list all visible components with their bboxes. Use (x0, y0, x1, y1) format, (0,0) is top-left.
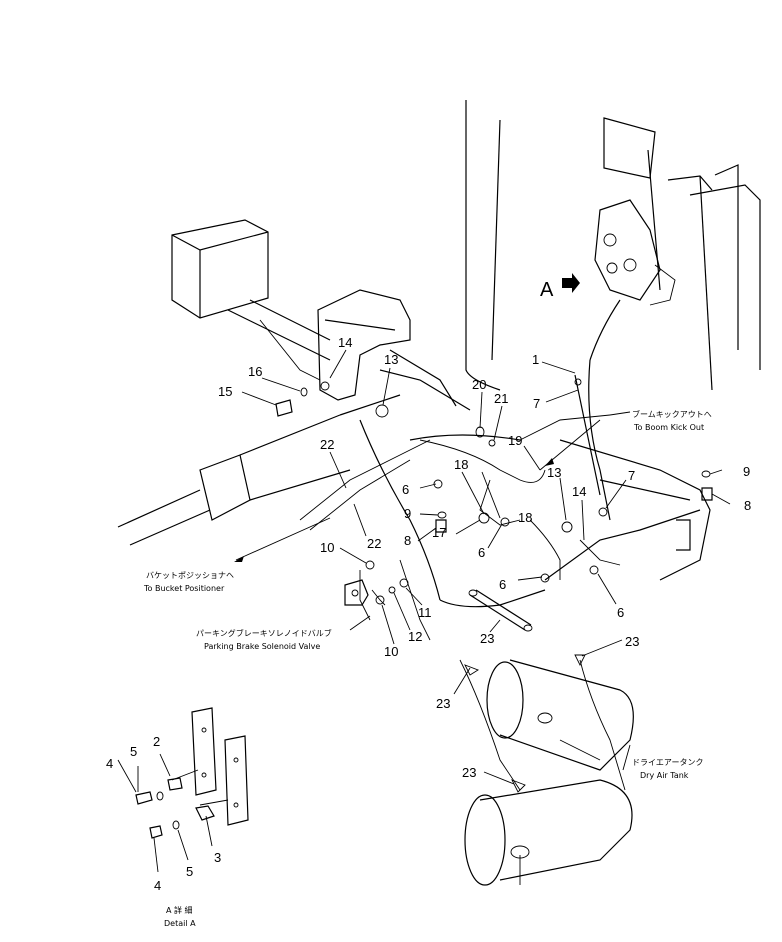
part-8-left: 8 (404, 533, 411, 548)
part-7-a: 7 (533, 396, 540, 411)
part-19: 19 (508, 433, 522, 448)
dry-air-tank-upper (486, 659, 634, 771)
bucket-positioner-en: To Bucket Positioner (143, 584, 225, 593)
view-a-label: A (540, 279, 554, 301)
view-a-arrow (562, 273, 580, 293)
frame-body (317, 289, 711, 608)
part-22-b: 22 (367, 536, 381, 551)
part-10-a: 10 (320, 540, 334, 555)
part-8-right: 8 (744, 498, 751, 513)
parking-brake-en: Parking Brake Solenoid Valve (204, 642, 320, 651)
rod-23 (468, 589, 533, 632)
parking-brake-jp: パーキングブレーキソレノイドバルブ (196, 628, 332, 638)
part-23-d: 23 (462, 765, 476, 780)
dry-air-tank-jp: ドライエアータンク (632, 758, 703, 767)
part-3: 3 (214, 850, 221, 865)
part-23-a: 23 (480, 631, 494, 646)
part-17: 17 (432, 525, 446, 540)
part-10-b: 10 (384, 644, 398, 659)
part-14-b: 14 (572, 484, 586, 499)
part-7-b: 7 (628, 468, 635, 483)
boom-kick-en: To Boom Kick Out (633, 423, 704, 432)
part-4-upper: 4 (106, 756, 113, 771)
dry-air-tank-en: Dry Air Tank (640, 771, 689, 780)
part-23-c: 23 (436, 696, 450, 711)
cab-frame (465, 100, 761, 391)
leader-lines (117, 349, 731, 873)
part-2: 2 (153, 734, 160, 749)
part-9-left: 9 (404, 506, 411, 521)
boom-kick-jp: ブームキックアウトへ (632, 409, 712, 419)
parking-brake-valve (344, 579, 386, 606)
part-13-a: 13 (384, 352, 398, 367)
part-23-b: 23 (625, 634, 639, 649)
solenoid-valve-assembly (594, 199, 676, 306)
detail-a-jp: A 詳 細 (166, 905, 193, 915)
part-18-b: 18 (518, 510, 532, 525)
part-number-labels: 1 2 3 4 4 5 5 6 6 6 6 7 7 8 8 9 9 10 10 … (106, 335, 751, 893)
part-13-b: 13 (547, 465, 561, 480)
part-1: 1 (532, 352, 539, 367)
part-6-a: 6 (402, 482, 409, 497)
part-11: 11 (418, 605, 432, 620)
part-12: 12 (408, 629, 422, 644)
part-5-upper: 5 (130, 744, 137, 759)
bucket-positioner-jp: バケットポジッショナヘ (146, 571, 234, 580)
wiring-harness (259, 299, 626, 791)
part-16: 16 (248, 364, 262, 379)
annotation-arrows (234, 411, 631, 562)
part-6-c: 6 (499, 577, 506, 592)
part-6-b: 6 (478, 545, 485, 560)
part-4-lower: 4 (154, 878, 161, 893)
part-15: 15 (218, 384, 232, 399)
part-9-right: 9 (743, 464, 750, 479)
part-18-a: 18 (454, 457, 468, 472)
part-22-a: 22 (320, 437, 334, 452)
part-6-d: 6 (617, 605, 624, 620)
upper-left-box (171, 219, 331, 361)
boom-cylinder (117, 394, 401, 546)
part-20: 20 (472, 377, 486, 392)
detail-a-bracket (171, 707, 249, 826)
annotations: ブームキックアウトへ To Boom Kick Out バケットポジッショナヘ … (143, 409, 712, 928)
dry-air-tank-lower (464, 779, 633, 886)
detail-a-en: Detail A (164, 919, 196, 928)
part-14-a: 14 (338, 335, 352, 350)
part-5-lower: 5 (186, 864, 193, 879)
part-21: 21 (494, 391, 508, 406)
